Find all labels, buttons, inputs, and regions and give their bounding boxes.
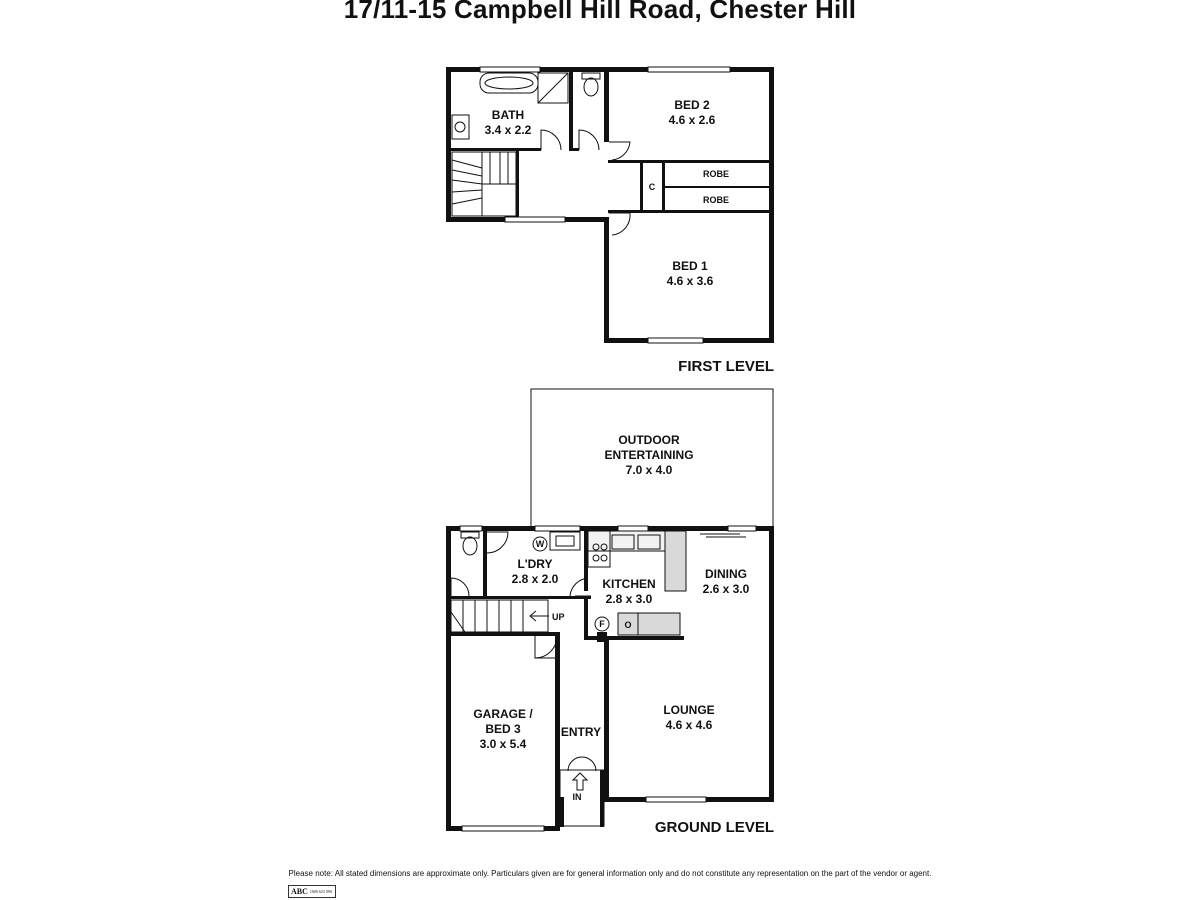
logo-detail: 1800 623 990 xyxy=(309,889,332,894)
entry-label: ENTRY xyxy=(561,725,601,739)
first-level-label: FIRST LEVEL xyxy=(678,358,774,375)
oven-label: O xyxy=(624,620,631,630)
first-level-doors xyxy=(540,129,631,236)
garage-label-line1: GARAGE / xyxy=(473,707,533,721)
kitchen-size: 2.8 x 3.0 xyxy=(606,592,653,606)
kitchen-label: KITCHEN xyxy=(602,577,655,591)
ground-level-doors xyxy=(534,635,597,791)
cupboard-label: C xyxy=(649,182,656,192)
bath-label: BATH xyxy=(492,108,524,122)
first-level-stairs xyxy=(451,151,517,217)
fridge-label: F xyxy=(599,619,605,629)
bath-size: 3.4 x 2.2 xyxy=(485,123,532,137)
first-level-windows xyxy=(479,66,731,344)
ground-level-stairs xyxy=(450,599,549,633)
washer-label: W xyxy=(536,539,545,549)
laundry-label: L'DRY xyxy=(517,557,552,571)
garage-size: 3.0 x 5.4 xyxy=(480,737,527,751)
outdoor-label-line2: ENTERTAINING xyxy=(604,448,693,462)
kitchen-fixtures xyxy=(587,530,687,636)
plan-title: 17/11-15 Campbell Hill Road, Chester Hil… xyxy=(343,0,857,24)
in-label: IN xyxy=(573,792,582,802)
outdoor-size: 7.0 x 4.0 xyxy=(626,463,673,477)
dining-size: 2.6 x 3.0 xyxy=(703,582,750,596)
bath-fixtures xyxy=(451,72,601,140)
outdoor-label-line1: OUTDOOR xyxy=(618,433,680,447)
bed2-size: 4.6 x 2.6 xyxy=(669,113,716,127)
ground-wc-fixtures xyxy=(450,531,480,597)
bed1-size: 4.6 x 3.6 xyxy=(667,274,714,288)
robe-1-label: ROBE xyxy=(703,169,729,179)
robe-2-label: ROBE xyxy=(703,195,729,205)
company-logo: ABC 1800 623 990 xyxy=(288,885,336,898)
stairs-up-label: UP xyxy=(552,612,565,622)
laundry-fixtures xyxy=(486,531,591,597)
lounge-size: 4.6 x 4.6 xyxy=(666,718,713,732)
disclaimer-text: Please note: All stated dimensions are a… xyxy=(288,869,932,878)
logo-text: ABC xyxy=(291,887,308,896)
bed2-label: BED 2 xyxy=(674,98,710,112)
garage-label-line2: BED 3 xyxy=(485,722,521,736)
laundry-size: 2.8 x 2.0 xyxy=(512,572,559,586)
dining-label: DINING xyxy=(705,567,747,581)
lounge-label: LOUNGE xyxy=(663,703,714,717)
bed1-label: BED 1 xyxy=(672,259,708,273)
sliding-door xyxy=(700,533,746,538)
entry-porch xyxy=(559,769,605,827)
ground-level-label: GROUND LEVEL xyxy=(655,819,774,836)
ground-level-windows xyxy=(459,525,757,832)
